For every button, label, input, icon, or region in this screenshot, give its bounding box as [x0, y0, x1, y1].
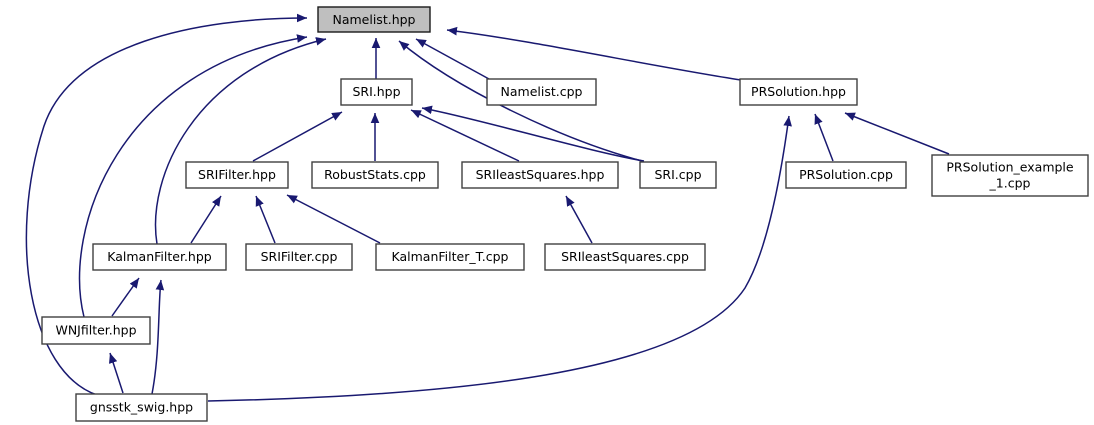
node-namelist-cpp[interactable]: Namelist.cpp	[486, 78, 597, 106]
node-srifilter-cpp[interactable]: SRIFilter.cpp	[245, 243, 353, 271]
node-srifilter-hpp[interactable]: SRIFilter.hpp	[185, 161, 289, 189]
node-srileastsquares-cpp-label: SRIleastSquares.cpp	[561, 249, 689, 264]
node-kalmanfilter-hpp-label: KalmanFilter.hpp	[107, 249, 212, 264]
node-wnjfilter-hpp[interactable]: WNJfilter.hpp	[41, 316, 151, 345]
edge-wnjfilter-hpp-to-namelist-hpp	[78, 34, 308, 318]
node-prsolution-example-1-cpp-box[interactable]	[931, 154, 1089, 197]
node-kalmanfilter-t-cpp[interactable]: KalmanFilter_T.cpp	[375, 243, 525, 271]
node-sri-cpp[interactable]: SRI.cpp	[639, 161, 717, 189]
node-sri-hpp-box[interactable]	[340, 78, 413, 106]
edge-gnsstk-swig-hpp-to-prsolution-hpp	[207, 115, 792, 402]
edge-kalmanfilter-t-cpp-to-srifilter-hpp	[286, 194, 381, 244]
edge-srileastsquares-hpp-to-sri-hpp	[410, 109, 520, 162]
edge-prsolution-cpp-to-prsolution-hpp	[814, 113, 834, 162]
edge-srifilter-hpp-to-sri-hpp	[252, 111, 343, 162]
node-prsolution-example-1-cpp-label-line1: PRSolution_example	[946, 160, 1074, 175]
node-prsolution-hpp-label: PRSolution.hpp	[751, 84, 846, 99]
node-srifilter-cpp-label: SRIFilter.cpp	[261, 249, 338, 264]
node-srileastsquares-hpp-box[interactable]	[461, 161, 619, 189]
node-sri-cpp-box[interactable]	[639, 161, 717, 189]
node-kalmanfilter-hpp[interactable]: KalmanFilter.hpp	[92, 243, 227, 271]
edge-prsolution-example-1-cpp-to-prsolution-hpp	[844, 112, 950, 155]
edge-sri-cpp-to-sri-hpp	[421, 105, 645, 162]
node-kalmanfilter-t-cpp-label: KalmanFilter_T.cpp	[392, 249, 509, 264]
edge-namelist-cpp-to-namelist-hpp	[415, 38, 490, 80]
node-srifilter-cpp-box[interactable]	[245, 243, 353, 271]
node-namelist-hpp-box[interactable]	[317, 6, 431, 33]
node-sri-hpp-label: SRI.hpp	[352, 84, 400, 99]
node-layer: Namelist.hpp SRI.hpp Namelist.cpp PRSolu…	[41, 6, 1089, 422]
node-robuststats-cpp-box[interactable]	[311, 161, 439, 189]
node-prsolution-cpp-label: PRSolution.cpp	[799, 167, 893, 182]
node-prsolution-hpp[interactable]: PRSolution.hpp	[739, 78, 858, 106]
edge-prsolution-hpp-to-namelist-hpp	[446, 26, 742, 81]
edge-srifilter-cpp-to-srifilter-hpp	[255, 195, 276, 244]
node-prsolution-example-1-cpp-label-line2: _1.cpp	[989, 176, 1031, 191]
edge-kalmanfilter-hpp-to-srifilter-hpp	[190, 195, 222, 244]
node-robuststats-cpp-label: RobustStats.cpp	[324, 167, 426, 182]
edge-kalmanfilter-hpp-to-namelist-hpp	[154, 37, 327, 245]
node-srileastsquares-hpp[interactable]: SRIleastSquares.hpp	[461, 161, 619, 189]
node-namelist-hpp-label: Namelist.hpp	[332, 12, 415, 27]
edge-gnsstk-swig-hpp-to-wnjfilter-hpp	[109, 352, 124, 394]
node-wnjfilter-hpp-label: WNJfilter.hpp	[55, 323, 136, 338]
node-namelist-cpp-box[interactable]	[486, 78, 597, 106]
node-srifilter-hpp-box[interactable]	[185, 161, 289, 189]
node-gnsstk-swig-hpp-box[interactable]	[75, 393, 208, 422]
node-srileastsquares-cpp[interactable]: SRIleastSquares.cpp	[544, 243, 706, 271]
edge-gnsstk-swig-hpp-to-kalmanfilter-hpp	[151, 279, 165, 395]
node-robuststats-cpp[interactable]: RobustStats.cpp	[311, 161, 439, 189]
edge-sri-cpp-to-namelist-hpp	[398, 40, 643, 162]
edge-layer	[25, 13, 950, 402]
node-sri-hpp[interactable]: SRI.hpp	[340, 78, 413, 106]
node-prsolution-cpp-box[interactable]	[785, 161, 907, 189]
node-prsolution-cpp[interactable]: PRSolution.cpp	[785, 161, 907, 189]
edge-srileastsquares-cpp-to-srileastsquares-hpp	[565, 195, 593, 244]
node-sri-cpp-label: SRI.cpp	[654, 167, 701, 182]
node-kalmanfilter-t-cpp-box[interactable]	[375, 243, 525, 271]
node-srileastsquares-cpp-box[interactable]	[544, 243, 706, 271]
node-srifilter-hpp-label: SRIFilter.hpp	[198, 167, 276, 182]
edge-wnjfilter-hpp-to-kalmanfilter-hpp	[111, 277, 140, 317]
node-gnsstk-swig-hpp[interactable]: gnsstk_swig.hpp	[75, 393, 208, 422]
node-kalmanfilter-hpp-box[interactable]	[92, 243, 227, 271]
node-prsolution-example-1-cpp[interactable]: PRSolution_example _1.cpp	[931, 154, 1089, 197]
node-namelist-cpp-label: Namelist.cpp	[501, 84, 583, 99]
node-gnsstk-swig-hpp-label: gnsstk_swig.hpp	[90, 400, 193, 415]
node-prsolution-hpp-box[interactable]	[739, 78, 858, 106]
node-wnjfilter-hpp-box[interactable]	[41, 316, 151, 345]
node-srileastsquares-hpp-label: SRIleastSquares.hpp	[476, 167, 605, 182]
node-namelist-hpp[interactable]: Namelist.hpp	[317, 6, 431, 33]
